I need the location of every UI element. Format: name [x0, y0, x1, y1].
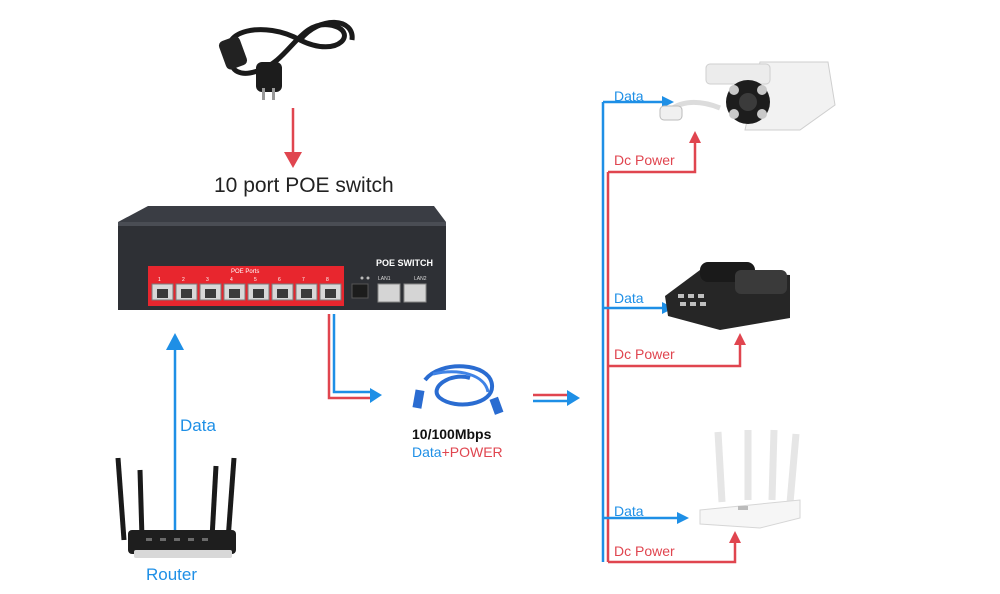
lan1-port [377, 283, 401, 303]
ip-phone-image [665, 262, 790, 330]
cable-to-devices-arrow [533, 390, 580, 406]
poe-port-socket-3 [205, 289, 216, 298]
poe-port-number-6: 6 [278, 277, 281, 283]
phone-data-label: Data [614, 290, 644, 306]
camera-data-label: Data [614, 88, 644, 104]
poe-port-socket-5 [253, 289, 264, 298]
lan1-label: LAN1 [378, 276, 391, 282]
poe-port-number-2: 2 [182, 277, 185, 283]
poe-ports-title: POE Ports [231, 269, 259, 275]
cable-data-word: Data [412, 444, 442, 460]
poe-port-socket-4 [229, 289, 240, 298]
lan2-label: LAN2 [414, 276, 427, 282]
poe-port-socket-2 [181, 289, 192, 298]
router-label: Router [146, 565, 198, 584]
distribution-trunk [601, 102, 610, 562]
poe-port-number-8: 8 [326, 277, 329, 283]
camera-power-label: Dc Power [614, 152, 675, 168]
access-point-image [699, 429, 801, 529]
lan2-port [403, 283, 427, 303]
power-cord-image [218, 19, 355, 100]
cable-power-word: POWER [449, 444, 503, 460]
cable-speed-label: 10/100Mbps [412, 426, 492, 442]
router-image [115, 457, 237, 558]
poe-port-number-4: 4 [230, 277, 233, 283]
cable-data-power-label: Data+POWER [412, 444, 503, 460]
poe-port-number-3: 3 [206, 277, 209, 283]
ap-data-label: Data [614, 503, 644, 519]
ethernet-cable-image [412, 364, 504, 415]
poe-switch-image: 1 2 3 4 5 6 7 8 [118, 206, 446, 310]
poe-port-socket-1 [157, 289, 168, 298]
switch-brand-text: POE SWITCH [376, 258, 433, 268]
ap-power-label: Dc Power [614, 543, 675, 559]
ap-branch-lines [603, 512, 741, 564]
power-input-arrow [284, 108, 302, 168]
uplink-data-label: Data [180, 416, 216, 435]
diagram-title: 10 port POE switch [214, 174, 394, 197]
poe-port-number-5: 5 [254, 277, 257, 283]
poe-port-number-7: 7 [302, 277, 305, 283]
poe-port-socket-6 [277, 289, 288, 298]
poe-port-number-1: 1 [158, 277, 161, 283]
poe-port-socket-8 [325, 289, 336, 298]
switch-to-cable-arrow [327, 314, 382, 403]
router-uplink-arrow [166, 333, 184, 535]
ip-camera-image [659, 61, 836, 131]
phone-power-label: Dc Power [614, 346, 675, 362]
poe-port-socket-7 [301, 289, 312, 298]
cable-plus: + [441, 444, 450, 460]
camera-branch-lines [603, 96, 701, 174]
